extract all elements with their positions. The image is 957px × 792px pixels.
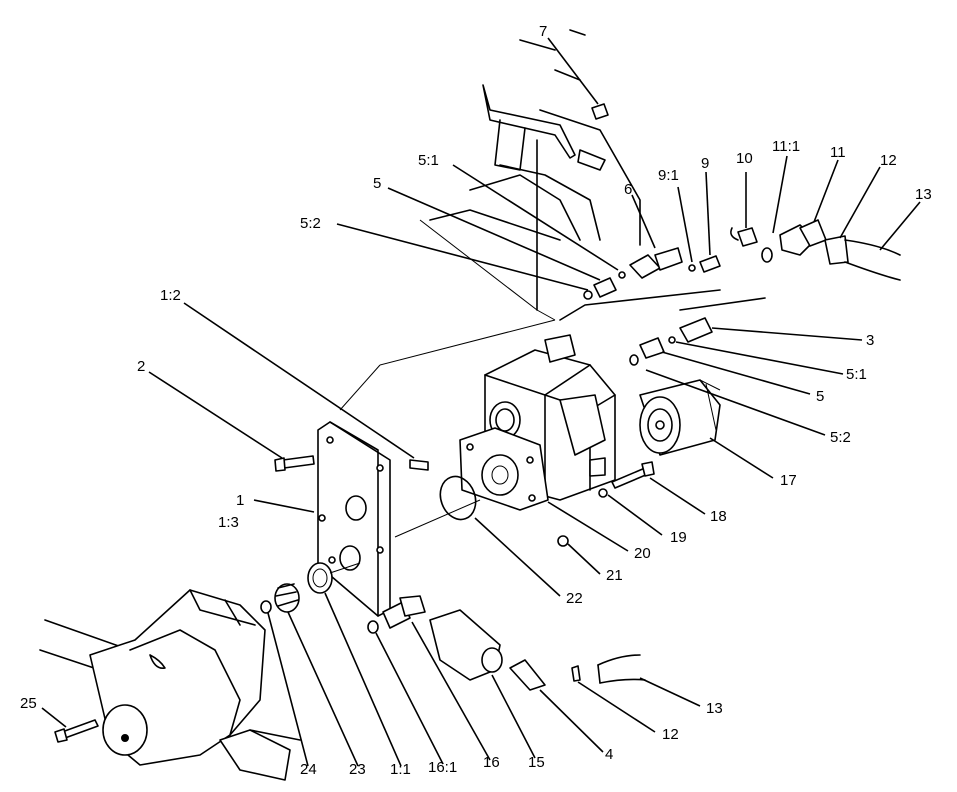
elbow-6-icon — [629, 247, 696, 279]
filter-17-icon — [639, 379, 721, 456]
bolt-2-icon — [274, 455, 315, 472]
clamp-12-top-icon — [824, 235, 849, 265]
callout-19: 19 — [670, 529, 687, 546]
frame-bracket — [339, 29, 766, 411]
nut-7-icon — [591, 103, 609, 120]
callout-22: 22 — [566, 590, 583, 607]
hose-13-bottom — [597, 654, 646, 684]
callout-5-top: 5 — [373, 175, 381, 192]
callout-4: 4 — [605, 746, 613, 763]
bolt-25-icon — [54, 719, 99, 743]
callout-1-3: 1:3 — [218, 514, 239, 531]
fitting-9-icon — [699, 255, 721, 273]
callout-13-top: 13 — [915, 186, 932, 203]
callout-12-bottom: 12 — [662, 726, 679, 743]
fitting-5-right-icon — [629, 336, 676, 366]
callout-9: 9 — [701, 155, 709, 172]
callout-labels: 7 5:1 5 5:2 6 9:1 9 10 11:1 11 12 13 1:2… — [20, 23, 932, 778]
callout-24: 24 — [300, 761, 317, 778]
stud-1-2-icon — [409, 459, 429, 471]
callout-5-right: 5 — [816, 388, 824, 405]
callout-17: 17 — [780, 472, 797, 489]
callout-1: 1 — [236, 492, 244, 509]
fitting-5-top-icon — [583, 271, 626, 300]
callout-10: 10 — [736, 150, 753, 167]
callout-13-bottom: 13 — [706, 700, 723, 717]
nut-21-icon — [557, 535, 569, 547]
filter-15-icon — [429, 609, 503, 681]
callout-11-1: 11:1 — [772, 138, 800, 155]
hydraulic-pump — [459, 334, 616, 511]
callout-23: 23 — [349, 761, 366, 778]
fitting-3-icon — [679, 317, 713, 343]
callout-5-1-top: 5:1 — [418, 152, 439, 169]
bolt-18-icon — [611, 461, 655, 489]
o-ring-22-icon — [439, 475, 477, 521]
callout-18: 18 — [710, 508, 727, 525]
gearbox-housing — [39, 589, 301, 781]
washer-19-icon — [598, 488, 608, 498]
callout-2: 2 — [137, 358, 145, 375]
o-ring-16-1-icon — [367, 620, 379, 634]
seal-1-1-icon — [307, 562, 333, 594]
fitting-4-icon — [509, 659, 546, 691]
callout-12-top: 12 — [880, 152, 897, 169]
elbow-16-icon — [382, 595, 426, 629]
callout-3: 3 — [866, 332, 874, 349]
shaft-line — [329, 562, 361, 574]
clamp-12-bottom-icon — [571, 665, 581, 682]
callout-1-2: 1:2 — [160, 287, 181, 304]
cap-10-icon — [730, 227, 758, 247]
callout-5-2-right: 5:2 — [830, 429, 851, 446]
callout-11: 11 — [830, 144, 846, 161]
callout-16: 16 — [483, 754, 500, 771]
callout-20: 20 — [634, 545, 651, 562]
callout-21: 21 — [606, 567, 623, 584]
callout-15: 15 — [528, 754, 545, 771]
elbow-11-icon — [761, 219, 827, 263]
callout-6: 6 — [624, 181, 632, 198]
callout-25: 25 — [20, 695, 37, 712]
callout-16-1: 16:1 — [428, 759, 457, 776]
callout-5-1-right: 5:1 — [846, 366, 867, 383]
callout-9-1: 9:1 — [658, 167, 679, 184]
hose-13-top — [844, 239, 901, 281]
leader-lines — [41, 37, 921, 767]
callout-5-2-top: 5:2 — [300, 215, 321, 232]
callout-7: 7 — [539, 23, 547, 40]
gear-23-icon — [274, 583, 300, 613]
callout-1-1: 1:1 — [390, 761, 411, 778]
snap-ring-24-icon — [260, 600, 272, 614]
